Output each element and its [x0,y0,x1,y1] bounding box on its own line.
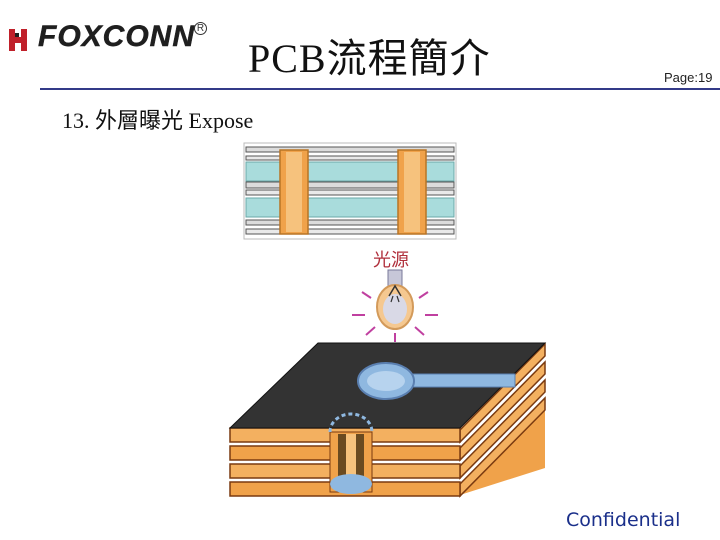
section-subtitle: 13. 外層曝光 Expose [62,108,254,133]
logo-text: FOXCONN [38,20,195,54]
light-bulb-icon [352,269,438,342]
light-source-label: 光源 [373,250,409,271]
foxconn-logo-icon [9,29,27,51]
title-rule [40,88,720,90]
confidential-label: Confidential [566,509,681,531]
page-number: Page:19 [664,70,713,85]
pcb-cross-section [243,142,457,240]
pcb-board-3d [228,342,547,498]
foxconn-logo: FOXCONN R [8,20,208,56]
registered-mark: R [194,22,207,35]
page-title: PCB流程簡介 [248,36,491,81]
